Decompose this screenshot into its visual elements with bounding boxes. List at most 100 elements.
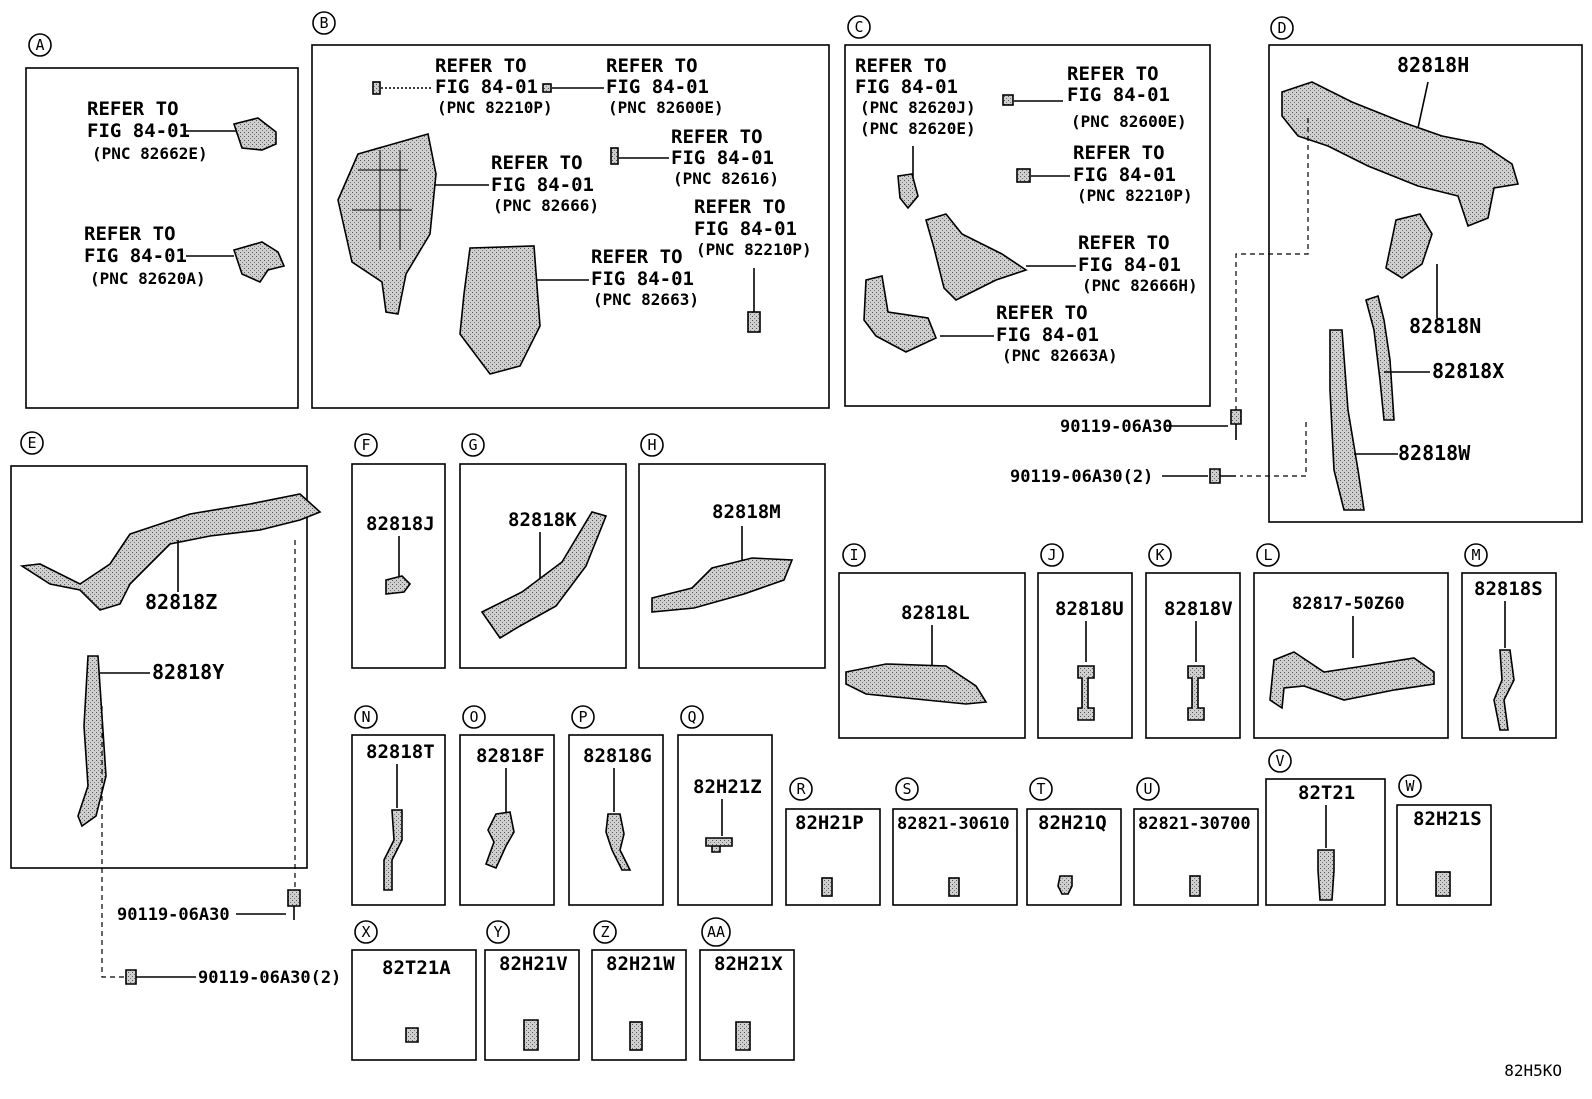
cover-82663-icon xyxy=(459,245,541,375)
callout-label: Z xyxy=(600,923,609,941)
section-x: X 82T21A xyxy=(351,920,477,1061)
section-r: R 82H21P xyxy=(785,777,881,906)
section-w: W 82H21S xyxy=(1396,774,1492,906)
pnc-text: (PNC 82616) xyxy=(673,169,779,188)
pnc-text: (PNC 82663A) xyxy=(1002,346,1118,365)
diagram-code: 82H5KO xyxy=(1504,1061,1562,1080)
section-f: F 82818J xyxy=(351,433,446,669)
fig-text: FIG 84-01 xyxy=(996,324,1099,346)
wire-protector-82818y-icon xyxy=(77,655,107,828)
fig-text: FIG 84-01 xyxy=(491,174,594,196)
section-k: K 82818V xyxy=(1145,543,1241,739)
ref-text: REFER TO xyxy=(84,223,176,245)
callout-label: AA xyxy=(707,923,725,941)
part-number: 82H21V xyxy=(499,953,568,975)
ref-text: REFER TO xyxy=(1067,63,1159,85)
callout-label: M xyxy=(1471,546,1480,564)
callout-label: R xyxy=(796,780,806,798)
bolt-icon xyxy=(287,889,301,920)
callout-label: V xyxy=(1275,752,1284,770)
pnc-text: (PNC 82210P) xyxy=(696,240,812,259)
pnc-text: (PNC 82666H) xyxy=(1082,276,1198,295)
callout-label: I xyxy=(849,546,858,564)
part-number: 82818U xyxy=(1055,598,1124,620)
section-o: O 82818F xyxy=(459,705,555,906)
callout-a xyxy=(28,33,52,57)
callout-label: K xyxy=(1155,546,1164,564)
part-number: 82818G xyxy=(583,745,652,767)
fig-text: FIG 84-01 xyxy=(694,218,797,240)
callout-b-label: B xyxy=(319,14,328,32)
junction-block-82666h-icon xyxy=(925,213,1028,301)
section-d: D 82818H 82818N 82818X 82818W 90119-06A3… xyxy=(1010,16,1583,523)
pnc-text: (PNC 82600E) xyxy=(1071,112,1187,131)
part-number: 82H21Q xyxy=(1038,812,1107,834)
callout-label: U xyxy=(1143,780,1152,798)
section-j: J 82818U xyxy=(1037,543,1133,739)
bolt-icon xyxy=(1230,409,1242,440)
fig-text: FIG 84-01 xyxy=(606,76,709,98)
part-number: 82818V xyxy=(1164,598,1233,620)
ref-text: REFER TO xyxy=(606,55,698,77)
part-number: 82821-30700 xyxy=(1138,814,1251,834)
bolt-icon xyxy=(1209,468,1236,484)
section-m: M 82818S xyxy=(1461,543,1557,739)
section-v: V 82T21 xyxy=(1265,749,1386,906)
section-i: I 82818L xyxy=(838,543,1026,739)
pnc-text: (PNC 82620A) xyxy=(90,269,206,288)
part-number: 82818H xyxy=(1397,53,1469,77)
fig-text: FIG 84-01 xyxy=(435,76,538,98)
part-number: 82T21 xyxy=(1298,782,1355,804)
wire-protector-82818h-icon xyxy=(1281,81,1520,228)
fig-text: FIG 84-01 xyxy=(1078,254,1181,276)
callout-label: N xyxy=(361,708,370,726)
ref-text: REFER TO xyxy=(435,55,527,77)
section-q: Q 82H21Z xyxy=(677,705,773,906)
part-number: 82818L xyxy=(901,602,970,624)
part-number: 82818N xyxy=(1409,314,1481,338)
pnc-text: (PNC 82666) xyxy=(493,196,599,215)
callout-label: P xyxy=(578,708,587,726)
callout-label: L xyxy=(1263,546,1272,564)
callout-label: W xyxy=(1405,777,1415,795)
part-number: 82821-30610 xyxy=(897,814,1010,834)
wire-protector-82818n-icon xyxy=(1385,213,1433,279)
ref-text: REFER TO xyxy=(87,98,179,120)
part-number: 82H21Z xyxy=(693,776,762,798)
callout-label: G xyxy=(468,436,477,454)
part-number: 82818F xyxy=(476,745,545,767)
section-u: U 82821-30700 xyxy=(1133,777,1259,906)
pnc-text: (PNC 82662E) xyxy=(92,144,208,163)
section-g: G 82818K xyxy=(459,433,627,669)
bolt-part-number: 90119-06A30 xyxy=(1060,417,1173,437)
ref-text: REFER TO xyxy=(855,55,947,77)
ref-text: REFER TO xyxy=(694,196,786,218)
bolt-icon xyxy=(125,969,152,985)
fig-text: FIG 84-01 xyxy=(1067,84,1170,106)
ref-text: REFER TO xyxy=(671,126,763,148)
section-d-box xyxy=(1268,44,1583,523)
part-82620a-icon xyxy=(232,241,286,284)
section-a-box xyxy=(25,67,299,409)
pnc-text: (PNC 82600E) xyxy=(608,98,724,117)
fig-text: FIG 84-01 xyxy=(87,120,190,142)
section-n: N 82818T xyxy=(351,705,446,906)
junction-block-82666-icon xyxy=(337,132,437,315)
part-number: 82818M xyxy=(712,501,781,523)
callout-label: T xyxy=(1036,780,1045,798)
part-number: 82818S xyxy=(1474,578,1543,600)
ref-text: REFER TO xyxy=(1073,142,1165,164)
ref-text: REFER TO xyxy=(591,246,683,268)
part-number: 82H21X xyxy=(714,953,783,975)
part-number: 82817-50Z60 xyxy=(1292,594,1405,614)
section-h: H 82818M xyxy=(638,433,826,669)
section-t: T 82H21Q xyxy=(1026,777,1122,906)
cover-82663a-icon xyxy=(863,275,938,353)
section-a: A REFER TO FIG 84-01 (PNC 82662E) REFER … xyxy=(25,33,299,409)
part-number: 82H21S xyxy=(1413,808,1482,830)
callout-label: Q xyxy=(687,708,696,726)
part-number: 82T21A xyxy=(382,957,451,979)
pnc-text: (PNC 82210P) xyxy=(437,98,553,117)
part-number: 82818X xyxy=(1432,359,1504,383)
